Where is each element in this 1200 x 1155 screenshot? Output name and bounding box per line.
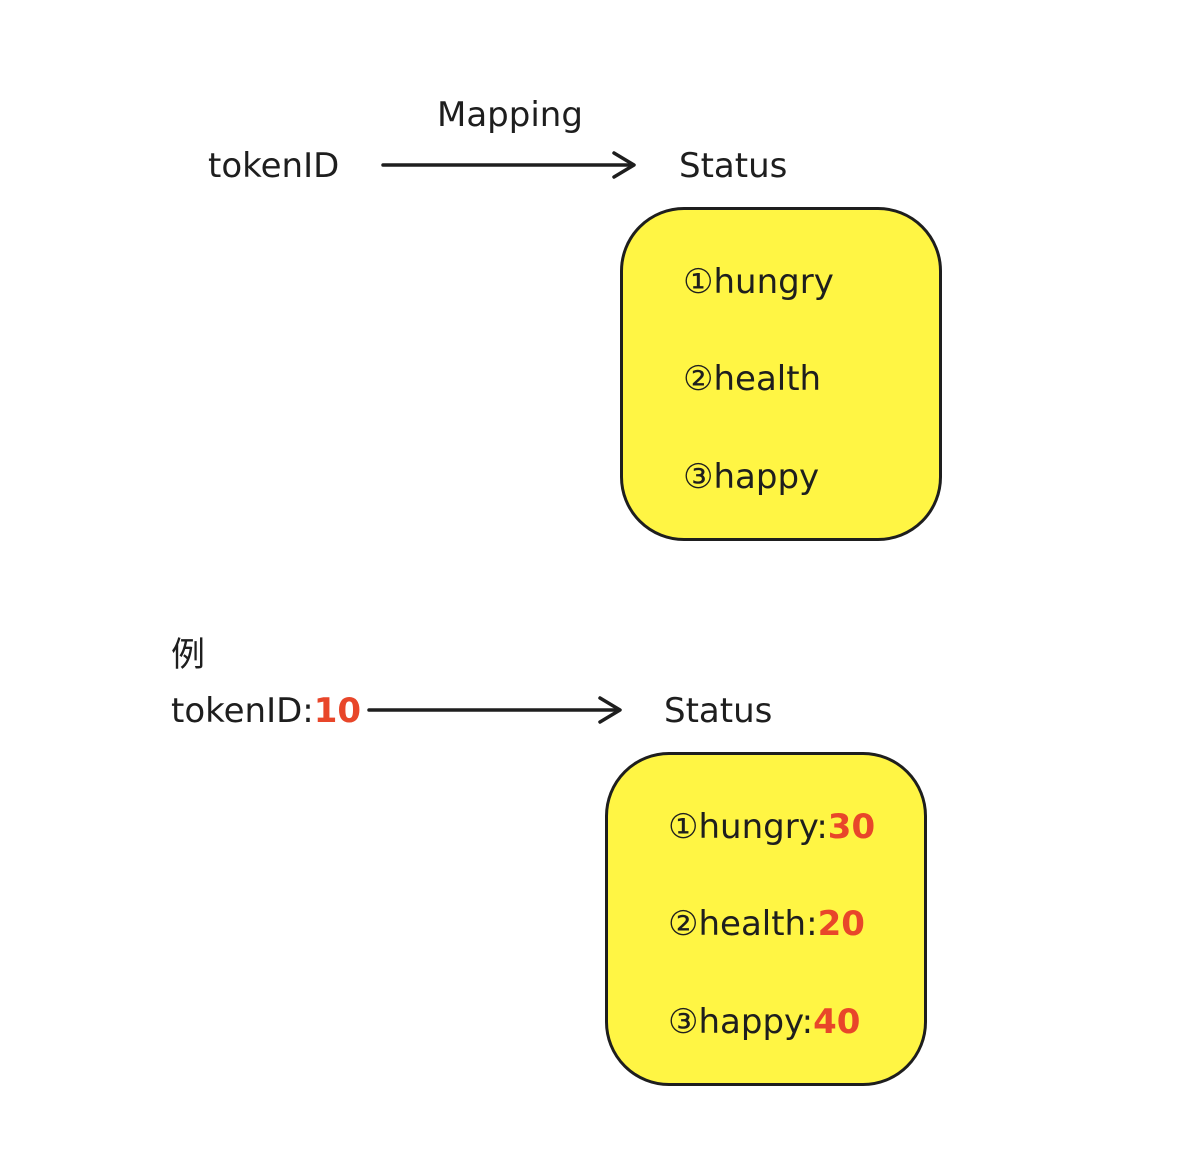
example-item-hungry: ①hungry:30	[668, 810, 875, 844]
top-source-label: tokenID	[208, 146, 340, 186]
example-item-happy-value: 40	[813, 1002, 861, 1042]
status-item-happy: ③happy	[683, 457, 820, 497]
example-item-health: ②health:20	[668, 907, 865, 941]
status-item-health: ②health	[683, 359, 822, 399]
example-item-health-label: ②health:	[668, 904, 818, 944]
top-status-box: ①hungry ②health ③happy	[620, 207, 942, 541]
example-item-health-value: 20	[817, 904, 865, 944]
example-item-happy: ③happy:40	[668, 1005, 860, 1039]
status-item-hungry: ①hungry	[683, 262, 834, 302]
example-item-hungry-value: 30	[827, 807, 876, 847]
example-source-label: tokenID:10	[171, 694, 361, 728]
mapping-label: Mapping	[437, 95, 583, 135]
top-mapping-arrow	[381, 151, 636, 179]
example-target-label: Status	[664, 691, 773, 731]
example-token-value: 10	[313, 691, 362, 731]
example-mapping-arrow	[367, 696, 622, 724]
example-item-happy-label: ③happy:	[668, 1002, 814, 1042]
example-item-hungry-label: ①hungry:	[668, 807, 828, 847]
example-status-box: ①hungry:30 ②health:20 ③happy:40	[605, 752, 927, 1086]
top-target-label: Status	[679, 146, 788, 186]
example-source-text: tokenID:	[171, 691, 314, 731]
example-heading: 例	[171, 635, 205, 675]
